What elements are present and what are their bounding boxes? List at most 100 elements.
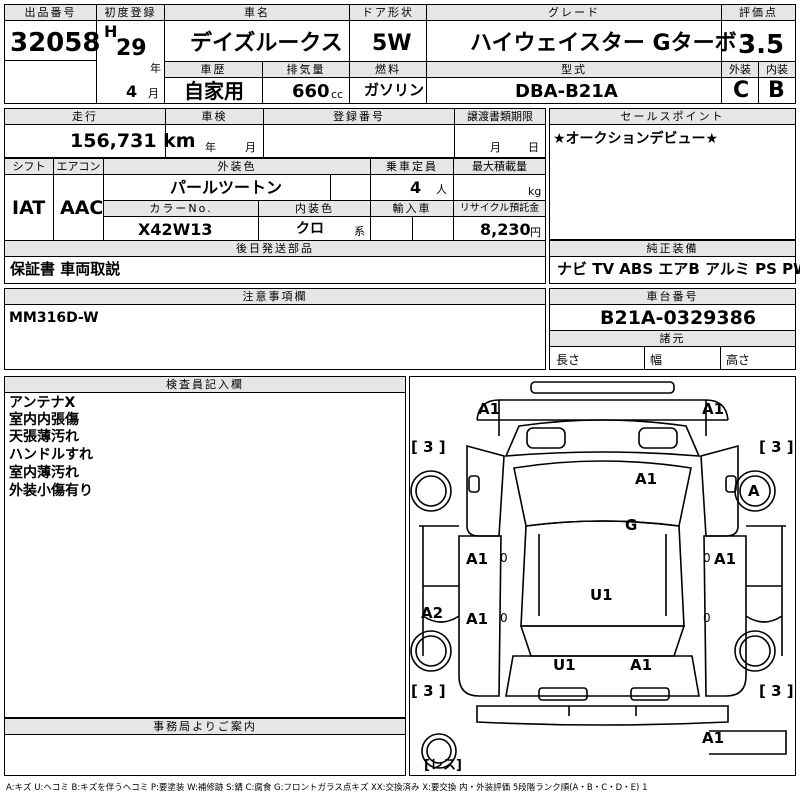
capacity-unit: 人 [436,183,447,196]
legend: A:キズ U:ヘコミ B:キズを伴うヘコミ P:要塗装 W:補修跡 S:錆 C:… [6,783,648,793]
recycle-unit: 円 [530,226,541,239]
first-reg-label: 初度登録 [97,5,164,21]
inspector-line-3: 天張薄汚れ [9,429,79,445]
mark-tire-rr: [ 3 ] [759,682,794,700]
mark-spare-val: レス [429,758,456,773]
sales-point-label: セールスポイント [550,109,795,125]
shift-label: シフト [5,159,53,175]
rating-label: 評価点 [722,5,795,21]
wheel-rear-right [734,630,776,672]
notes-label: 注意事項欄 [5,289,545,305]
fuel: ガソリン [364,81,425,99]
mark-tire-fr-val: 3 [771,438,782,456]
wheel-front-right [734,470,776,512]
notes-text: MM316D-W [9,310,99,326]
mark-roof: U1 [590,586,613,604]
front-fender-right [700,444,739,537]
car-name-label: 車名 [165,5,349,21]
equipment-label: 純正装備 [550,241,795,257]
mark-front-right: A1 [702,400,725,418]
capacity-label: 乗車定員 [371,159,453,175]
reg-era: H [104,22,118,41]
later-parts: 保証書 車両取説 [10,260,121,278]
door-label: ドア形状 [350,5,426,21]
wheel-front-left [410,470,452,512]
reg-month-unit: 月 [148,87,159,100]
ext-grade: C [733,78,750,103]
inspection-year-unit: 年 [205,141,216,154]
int-color-unit: 系 [354,225,365,238]
mark-tire-fl-val: 3 [423,438,434,456]
model: DBA-B21A [515,81,618,102]
mark-door-fl: A1 [466,550,489,568]
mark-tire-rl: [ 3 ] [411,682,446,700]
model-label: 型式 [427,62,721,78]
windshield [513,460,692,527]
displacement-unit: cc [331,88,344,101]
rear-window [519,625,686,657]
lot-label: 出品番号 [5,5,96,21]
wheel-rear-left [410,630,452,672]
mark-wheel-fr: A [748,482,760,500]
front-bumper [476,399,729,421]
transfer-day-unit: 日 [528,141,539,154]
body-side-right [703,535,747,697]
equipment: ナビ TV ABS エアB アルミ PS PW [557,260,800,278]
mark-zero-rl: 0 [500,611,508,625]
inspector-line-4: ハンドルすれ [9,447,93,463]
history: 自家用 [184,79,244,103]
grade-label: グレード [427,5,721,21]
lot-number: 32058 [10,28,101,58]
mark-tire-rr-val: 3 [771,682,782,700]
max-load-label: 最大積載量 [454,159,545,175]
door-type: 5W [372,31,412,56]
fuel-label: 燃料 [350,62,426,78]
sales-point-block [549,108,796,240]
roof [520,520,685,627]
mark-quarter-l: A2 [421,604,444,622]
mileage-label: 走行 [5,109,165,125]
front-fender-left [466,444,505,537]
rear-body [505,655,700,697]
mark-rear-l: U1 [553,656,576,674]
mileage: 156,731 km [70,130,196,152]
hood [504,419,701,457]
inspector-line-1: アンテナX [9,395,76,411]
car-diagram [410,381,787,769]
ext-color-label: 外装色 [104,159,370,175]
inspector-line-5: 室内薄汚れ [9,465,79,481]
capacity: 4 [410,178,422,197]
import-label: 輸入車 [371,201,453,217]
ext-color: パールツートン [170,178,283,197]
spec-label: 諸元 [550,331,795,347]
color-no-label: カラーNo. [104,201,258,217]
spare-tire [421,733,457,769]
mark-door-rl: A1 [466,610,489,628]
mark-front-left: A1 [478,400,501,418]
recycle-fee: 8,230 [480,220,531,239]
mark-hood: A1 [635,470,658,488]
mark-zero-rr: 0 [703,611,711,625]
car-diagram-block [409,376,796,776]
body-side-left [458,535,502,697]
ac-label: エアコン [54,159,103,175]
mark-tire-rl-val: 3 [423,682,434,700]
front-plate [530,381,675,394]
inspector-block [4,376,406,718]
inspector-label: 検査員記入欄 [5,377,405,393]
color-no: X42W13 [138,220,213,239]
transfer-month-unit: 月 [490,141,501,154]
mark-zero-fr: 0 [703,551,711,565]
mark-spare: [レス] [424,758,462,773]
displacement-label: 排気量 [263,62,349,78]
inspection-label: 車検 [166,109,263,125]
int-color-label: 内装色 [259,201,370,217]
reg-year: 29 [116,36,147,61]
mark-door-fr: A1 [714,550,737,568]
inspector-line-6: 外装小傷有り [9,483,93,499]
ext-grade-label: 外装 [722,62,758,78]
grade: ハイウェイスター Gターボ [470,31,737,56]
history-label: 車歴 [165,62,262,78]
inspection-month-unit: 月 [245,141,256,154]
